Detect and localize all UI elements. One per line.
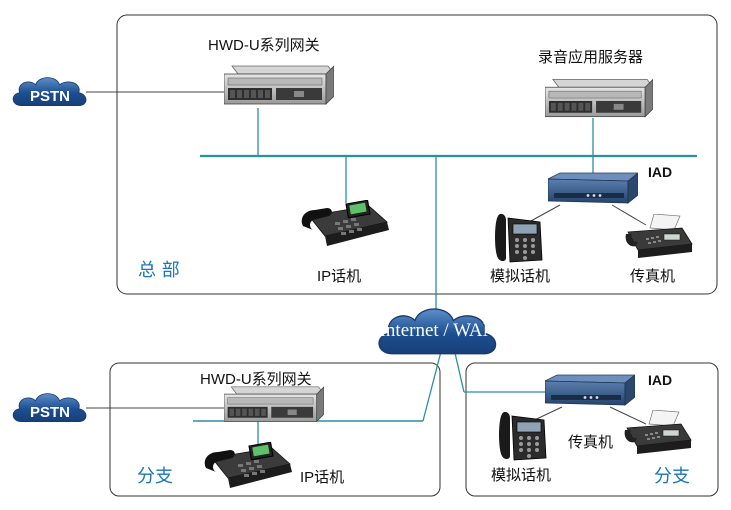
hq-ip-phone-label: IP话机 — [317, 268, 361, 285]
branch-fax-label: 传真机 — [568, 433, 613, 451]
hq-gateway-label: HWD-U系列网关 — [208, 37, 320, 54]
branch-iad-label: IAD — [648, 372, 672, 388]
wan-cloud-label: Internet / WAN — [380, 320, 497, 341]
recording-server-icon — [545, 78, 653, 118]
hq-fax-icon — [625, 214, 693, 259]
hq-analog-phone-icon — [494, 213, 543, 263]
hq-fax-label: 传真机 — [630, 267, 675, 285]
branch-gateway-zone-label: 分支 — [137, 466, 173, 487]
branch-iad-zone-label: 分支 — [654, 466, 690, 487]
branch-ip-phone-label: IP话机 — [300, 469, 344, 486]
branch-iad-zone — [465, 362, 719, 497]
branch-iad-icon — [545, 374, 635, 406]
branch-gateway-zone — [109, 362, 441, 497]
hq-ip-phone-icon — [301, 200, 390, 247]
branch-gateway-server-icon — [224, 386, 324, 422]
hq-iad-label: IAD — [648, 164, 672, 180]
hq-iad-icon — [548, 172, 638, 204]
branch-gateway-label: HWD-U系列网关 — [200, 371, 312, 388]
branch-fax-icon — [624, 410, 692, 455]
branch-analog-phone-label: 模拟话机 — [491, 467, 551, 484]
hq-zone-label: 总 部 — [138, 260, 180, 281]
hq-analog-phone-label: 模拟话机 — [490, 268, 550, 285]
device-links — [86, 91, 647, 425]
hq-iad-fax-link — [611, 204, 647, 226]
headquarters-zone — [116, 14, 718, 295]
recording-server-label: 录音应用服务器 — [538, 48, 643, 66]
branch-ip-phone-icon — [204, 442, 293, 489]
pstn-cloud-label: PSTN — [30, 404, 70, 421]
branch-iad-fax-link — [609, 406, 647, 425]
branch-analog-phone-icon — [498, 411, 547, 461]
hq-gateway-server-icon — [224, 65, 334, 105]
pstn-cloud-label: PSTN — [30, 88, 70, 105]
